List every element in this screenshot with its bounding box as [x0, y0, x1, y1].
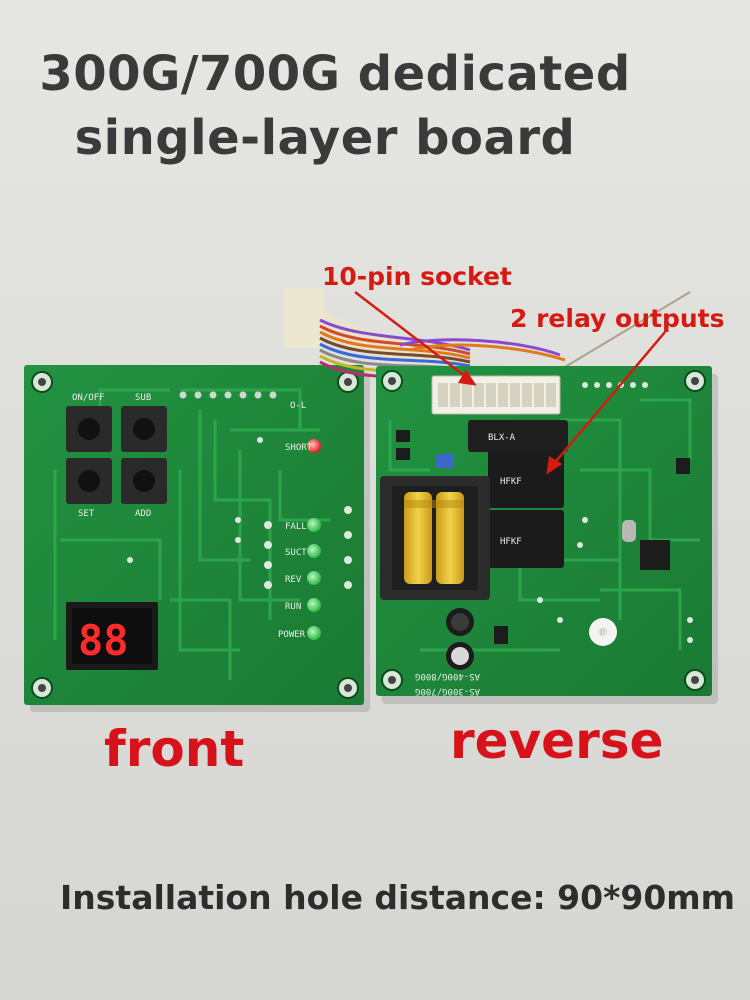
- indicator-label-rev: REV: [285, 575, 302, 585]
- fuse-holder: [468, 420, 568, 452]
- title-line-2: single-layer board: [74, 110, 576, 166]
- wire-harness: [284, 288, 691, 380]
- btn-label-add: ADD: [135, 509, 151, 519]
- electrolytic-capacitors: [446, 608, 474, 670]
- indicator-label-suct: SUCT: [285, 548, 307, 558]
- model-text-1: AS-400G/800G: [415, 671, 480, 681]
- blue-capacitor: [436, 454, 454, 468]
- front-buttons: [66, 406, 167, 504]
- indicator-label-short: SHORT: [285, 443, 313, 453]
- btn-label-set: SET: [78, 509, 95, 519]
- relay-text-1: HFKF: [500, 477, 522, 487]
- display-digits: 88: [78, 616, 129, 665]
- installation-hole-distance: Installation hole distance: 90*90mm: [60, 878, 736, 917]
- silk-o-l: O-L: [290, 401, 306, 411]
- label-reverse: reverse: [450, 712, 664, 770]
- front-board: [24, 365, 364, 705]
- relays: [488, 450, 564, 568]
- btn-label-sub: SUB: [135, 393, 151, 403]
- model-text-2: AS-300G/700G: [415, 686, 480, 696]
- indicator-label-run: RUN: [285, 602, 301, 612]
- label-front: front: [104, 720, 245, 778]
- transformer: [380, 476, 490, 600]
- indicator-label-fall: FALL: [285, 522, 307, 532]
- front-leds: [307, 439, 321, 640]
- indicator-label-power: POWER: [278, 630, 306, 640]
- title-line-1: 300G/700G dedicated: [39, 46, 631, 102]
- microcontroller: [640, 540, 670, 570]
- fuse-text: BLX-A: [488, 433, 516, 443]
- relay-text-2: HFKF: [500, 537, 522, 547]
- ten-pin-socket: [431, 375, 561, 415]
- reverse-board: [376, 366, 712, 696]
- callout-arrows: [354, 291, 666, 475]
- buzzer-text: 104: [596, 629, 612, 639]
- btn-label-onoff: ON/OFF: [72, 393, 105, 403]
- callout-relay-outputs: 2 relay outputs: [510, 304, 725, 333]
- seven-segment-display: [66, 602, 158, 670]
- callout-10-pin-socket: 10-pin socket: [322, 262, 512, 291]
- small-ic: [494, 626, 508, 644]
- crystal: [622, 520, 636, 542]
